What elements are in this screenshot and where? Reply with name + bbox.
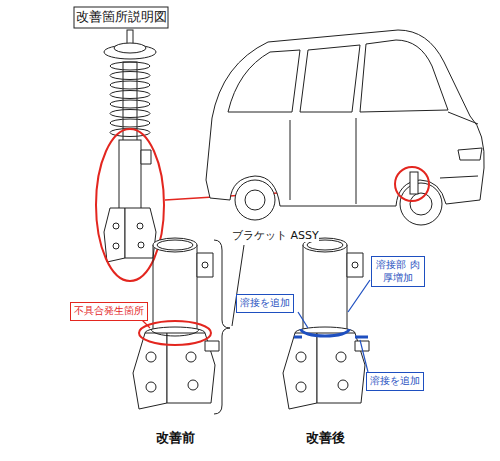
callout-text: 溶接を追加 bbox=[370, 375, 420, 388]
brace bbox=[214, 240, 230, 414]
callout-text: 溶接を追加 bbox=[240, 297, 290, 310]
callout-box: 溶接部 肉厚増加 bbox=[371, 256, 425, 287]
car bbox=[206, 30, 484, 225]
highlight-ellipse bbox=[96, 129, 164, 281]
caption-label: 改善前 bbox=[156, 430, 195, 446]
leader-line bbox=[232, 245, 244, 326]
strut bbox=[104, 30, 156, 262]
weld-mark bbox=[294, 336, 368, 339]
weld-mark bbox=[301, 329, 349, 336]
callout-text: 溶接部 肉厚増加 bbox=[375, 259, 421, 284]
leader-line bbox=[298, 312, 308, 328]
leader-line bbox=[360, 340, 368, 372]
bracket-after bbox=[283, 238, 369, 409]
highlight-circle bbox=[395, 167, 429, 201]
caption-label: 改善後 bbox=[306, 430, 345, 446]
callout-text: 不具合発生箇所 bbox=[74, 305, 144, 318]
title: 改善箇所説明図 bbox=[76, 9, 167, 25]
callout-box: 溶接を追加 bbox=[236, 294, 294, 313]
leader-line bbox=[348, 280, 370, 312]
part-name: ブラケット ASSY bbox=[232, 229, 319, 242]
callout-box: 不具合発生箇所 bbox=[70, 302, 148, 321]
bracket-before bbox=[133, 238, 219, 409]
callout-box: 溶接を追加 bbox=[366, 372, 424, 391]
defect-ellipse bbox=[139, 321, 211, 345]
